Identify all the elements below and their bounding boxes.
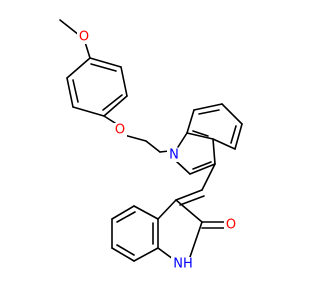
bond-o-ring1	[84, 41, 91, 59]
bond-ch2-ch2	[145, 140, 161, 153]
bond-indole-benz-double-c	[192, 130, 209, 137]
bond-ring1-e	[66, 77, 74, 108]
bond-ring1-o-ether	[103, 115, 116, 124]
bond-indole-benz-double-b	[230, 125, 237, 144]
bond-o-ether-ch2	[123, 134, 147, 142]
label-bg-n-indole	[167, 148, 181, 162]
bond-indole-benz-double-a	[198, 109, 220, 115]
bond-ring1-f	[66, 57, 91, 79]
molecule-structure: O O N O NH	[59, 19, 243, 272]
bond-oxindole-benz-double-a	[116, 211, 136, 223]
bond-ring1-double-b	[102, 94, 123, 111]
bond-methine-exocyclic-double-a	[175, 189, 203, 201]
bond-c7a-n	[177, 132, 188, 148]
bond-ring1-a	[89, 57, 122, 68]
bond-c2-c3	[189, 163, 216, 175]
molecule-canvas: O O N O NH	[59, 19, 243, 272]
bond-c3-methine	[201, 163, 216, 191]
bond-c3-c3a	[212, 138, 216, 165]
bond-c2-c3-double	[192, 161, 212, 170]
bond-oxindole-c3a-c3	[157, 199, 177, 220]
atom-label-n-indole: N	[169, 148, 179, 163]
label-bg-nh-lactam	[171, 257, 195, 271]
bond-methine-exocyclic-double-b	[179, 195, 205, 206]
bond-indole-benz-a	[186, 109, 195, 134]
bond-oxindole-benz-b	[111, 205, 135, 220]
bond-n-c2	[175, 160, 191, 175]
atom-label-o-ether: O	[115, 123, 125, 138]
atom-label-nh-lactam: NH	[173, 257, 193, 272]
bond-methyl-o	[59, 19, 80, 36]
bond-indole-benz-e	[212, 138, 236, 150]
bond-indole-benz-c	[221, 103, 243, 125]
bond-ring1-double-c	[72, 79, 79, 103]
bond-indole-benz-b	[193, 103, 223, 111]
bond-indole-benz-d	[234, 123, 243, 150]
bond-ring1-d	[72, 106, 105, 117]
label-bg-o-ether	[113, 123, 127, 137]
bond-oxindole-c2-nh	[189, 221, 203, 258]
bond-oxindole-benz-a	[133, 205, 159, 220]
bond-c3a-c7a	[186, 132, 214, 140]
bond-oxindole-benz-d	[111, 247, 135, 262]
bond-oxindole-benz-e	[133, 247, 159, 262]
bond-oxindole-benz-double-b	[116, 244, 135, 256]
label-bg-o-carbonyl	[224, 218, 238, 232]
label-bg-o-methoxy	[77, 30, 91, 44]
bond-ring1-c	[103, 95, 128, 117]
bond-oxindole-c3-c2	[175, 199, 203, 223]
atom-label-o-carbonyl: O	[226, 218, 236, 233]
atom-label-o-methoxy: O	[79, 30, 89, 45]
bond-ring1-b	[120, 66, 128, 97]
bond-ring1-double-a	[90, 63, 117, 72]
